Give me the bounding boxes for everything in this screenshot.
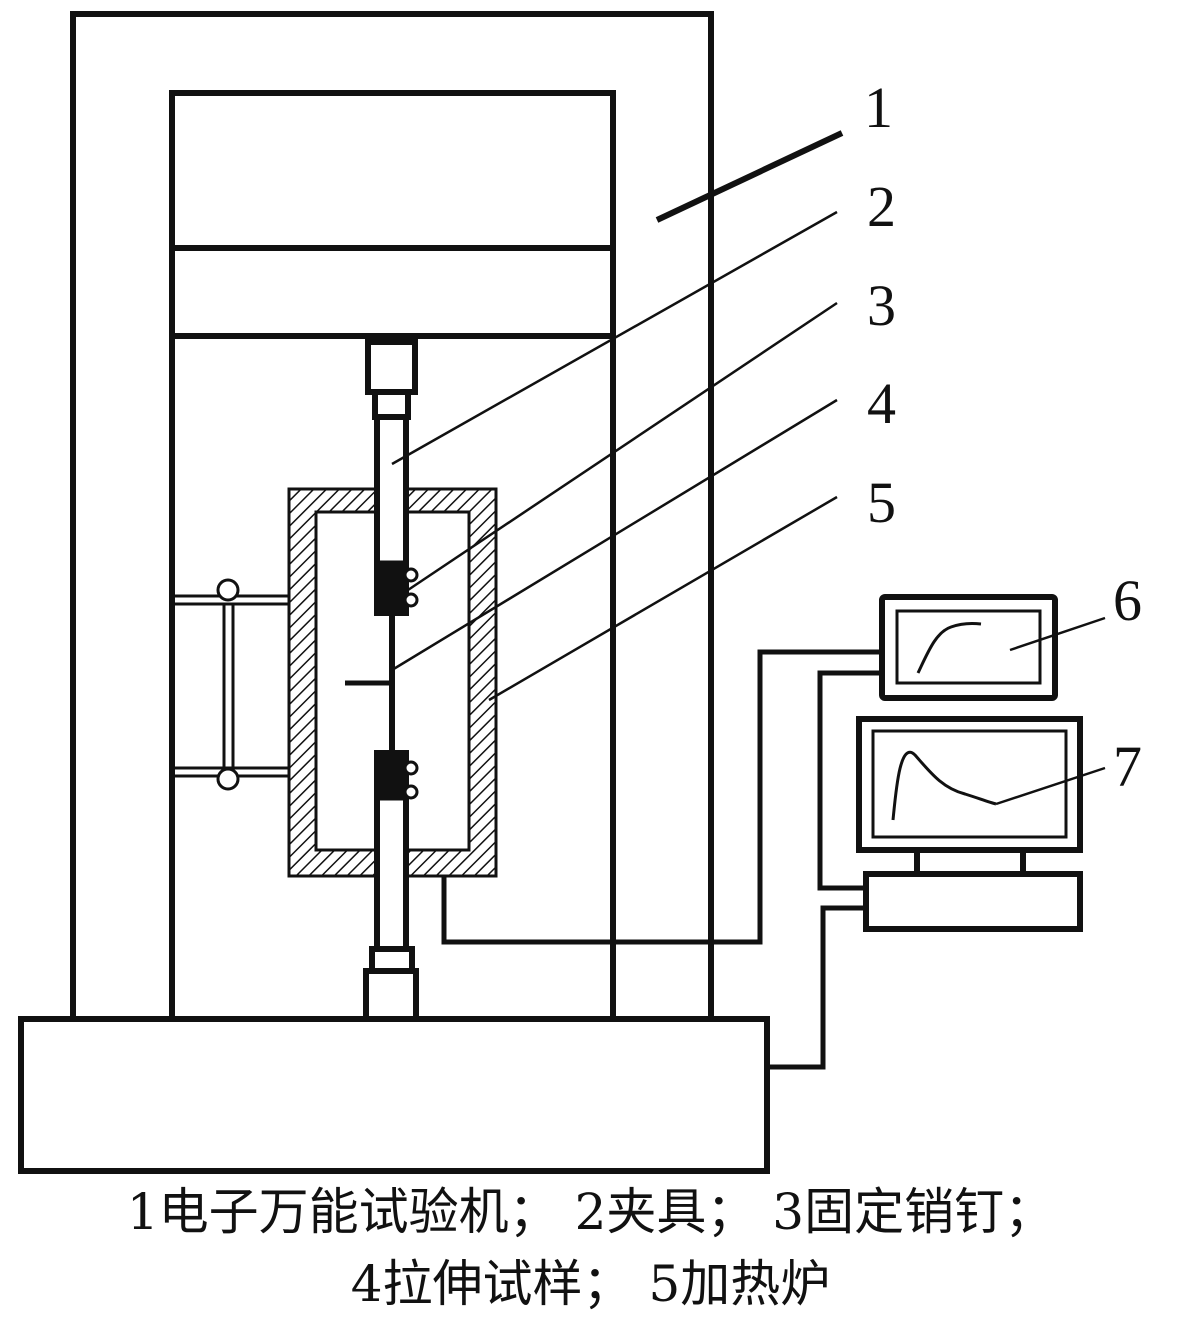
upper-fixture bbox=[365, 339, 419, 616]
callout-3: 3 bbox=[867, 273, 896, 338]
tensile-specimen bbox=[345, 610, 395, 753]
computer-unit bbox=[863, 871, 1083, 932]
tensile-test-diagram: 1 2 3 4 5 6 7 bbox=[18, 11, 1142, 1174]
caption-line-1: 1电子万能试验机； 2夹具； 3固定销钉； bbox=[126, 1183, 1055, 1241]
heating-furnace bbox=[287, 487, 498, 878]
furnace-bracket bbox=[172, 578, 289, 791]
wiring bbox=[441, 649, 882, 1070]
lower-fixture bbox=[363, 750, 419, 1022]
callout-4: 4 bbox=[867, 371, 896, 436]
callout-2: 2 bbox=[867, 174, 896, 239]
machine-base bbox=[18, 1016, 770, 1174]
leader-lines bbox=[391, 130, 1106, 806]
computer-monitor bbox=[856, 716, 1083, 874]
callout-5: 5 bbox=[867, 470, 896, 535]
controller-display bbox=[879, 594, 1058, 701]
callout-6: 6 bbox=[1113, 568, 1142, 633]
callout-7: 7 bbox=[1113, 734, 1142, 799]
caption-line-2: 4拉伸试样； 5加热炉 bbox=[350, 1255, 831, 1313]
callout-1: 1 bbox=[864, 75, 893, 140]
